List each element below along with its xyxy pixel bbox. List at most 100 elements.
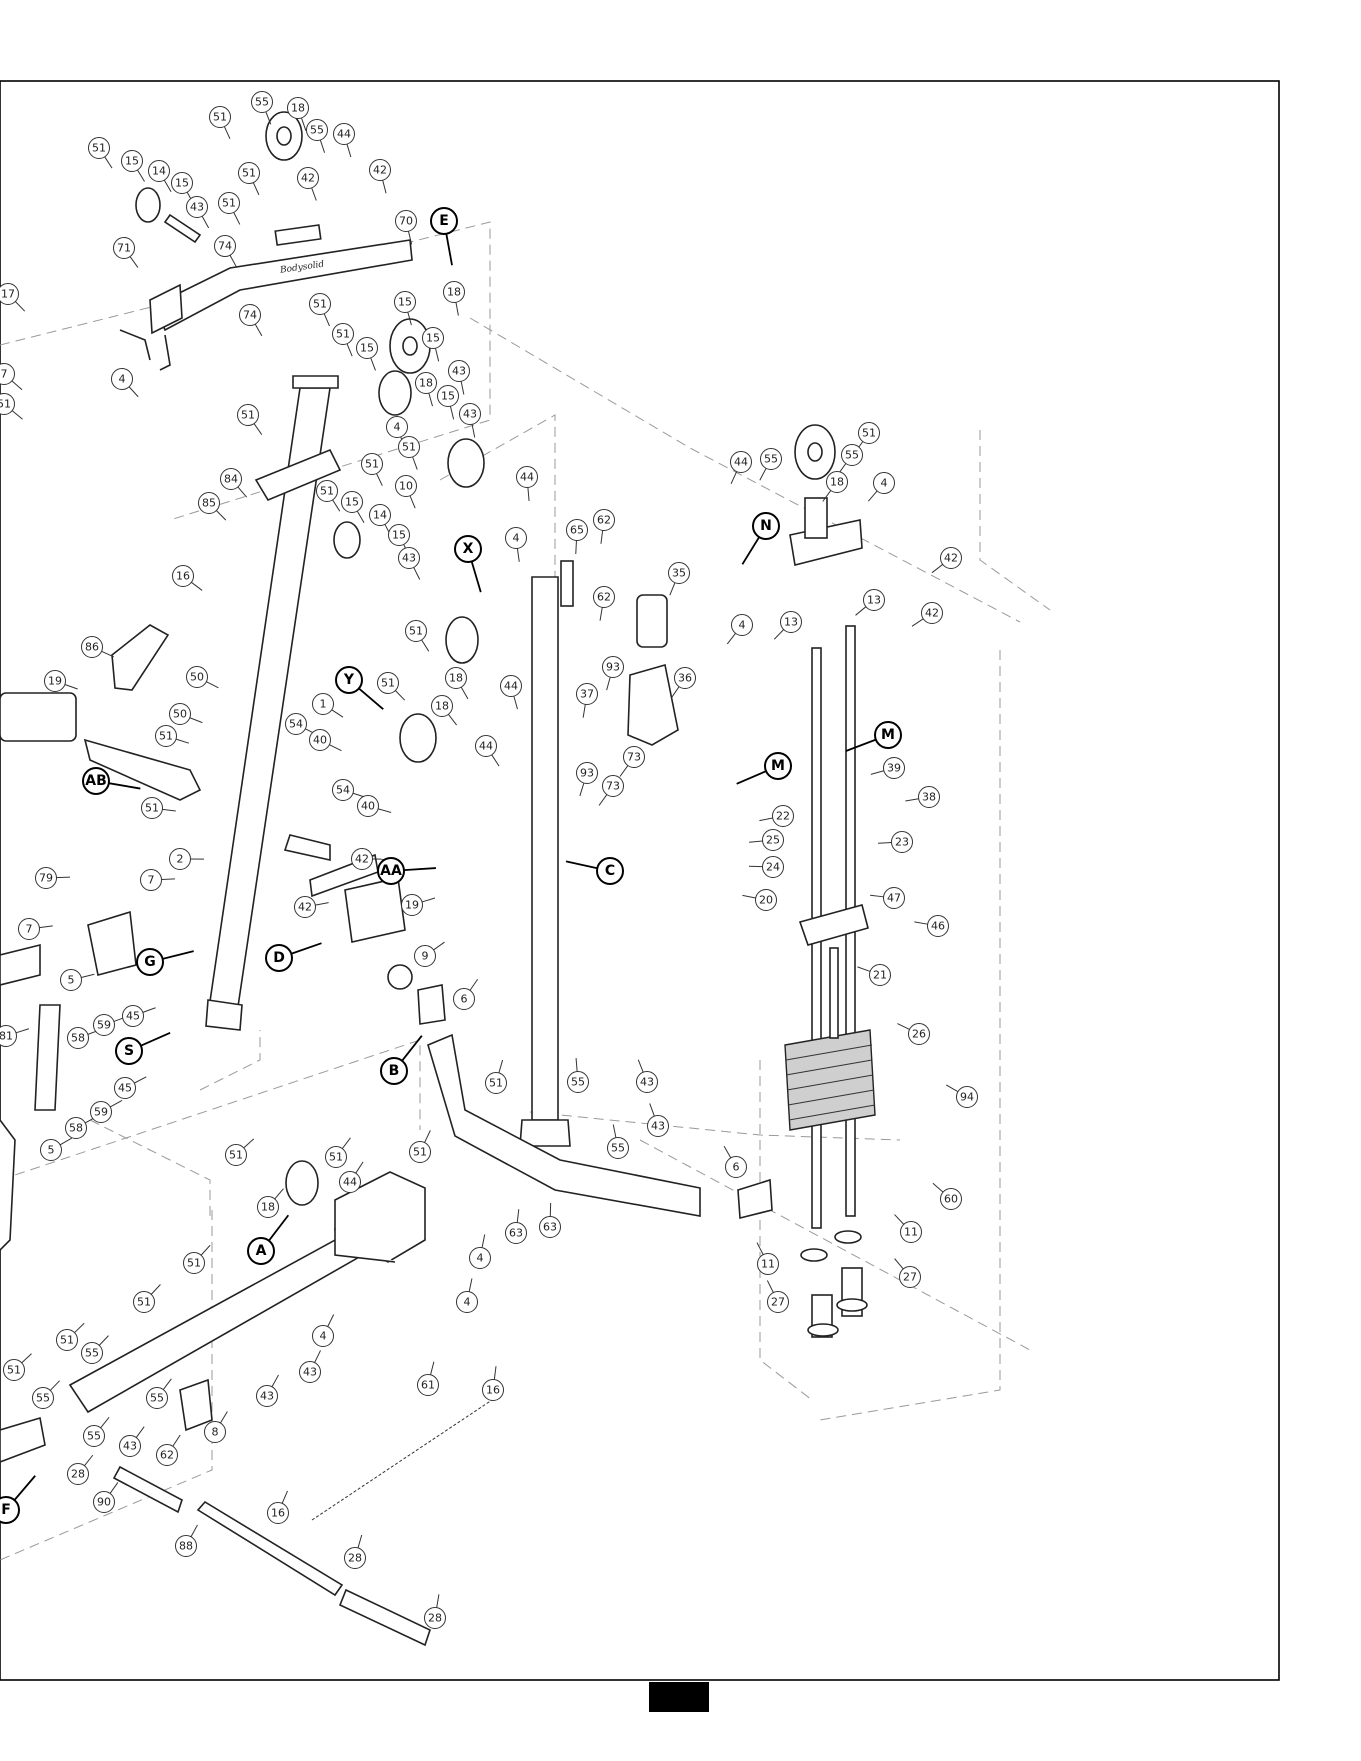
callout-circle bbox=[891, 831, 913, 853]
callout-circle bbox=[183, 1252, 205, 1274]
leader-line bbox=[319, 139, 326, 153]
leader-line bbox=[491, 754, 500, 767]
leader-line bbox=[189, 717, 203, 724]
callout-15: 15 bbox=[422, 327, 444, 349]
callout-label: 36 bbox=[678, 672, 692, 685]
callout-label: 55 bbox=[764, 453, 778, 466]
callout-42: 42 bbox=[297, 167, 319, 189]
leader-line bbox=[582, 704, 586, 718]
callout-62: 62 bbox=[593, 509, 615, 531]
callout-circle bbox=[32, 1387, 54, 1409]
letter-callout-M: M bbox=[874, 721, 902, 749]
callout-46: 46 bbox=[927, 915, 949, 937]
callout-circle bbox=[306, 119, 328, 141]
letter-callout-X: X bbox=[454, 535, 482, 563]
callout-51: 51 bbox=[155, 725, 177, 747]
leader-line bbox=[870, 770, 885, 775]
callout-label: 18 bbox=[449, 672, 463, 685]
callout-51: 51 bbox=[141, 797, 163, 819]
callout-circle bbox=[146, 1387, 168, 1409]
callout-label: 18 bbox=[435, 700, 449, 713]
callout-circle bbox=[453, 988, 475, 1010]
callout-label: 11 bbox=[761, 1258, 775, 1271]
leader-line bbox=[914, 921, 928, 925]
leader-line bbox=[749, 840, 763, 843]
callout-circle bbox=[113, 237, 135, 259]
leader-line bbox=[175, 738, 190, 744]
callout-14: 14 bbox=[369, 504, 391, 526]
callout-6: 6 bbox=[725, 1156, 747, 1178]
callout-51: 51 bbox=[88, 137, 110, 159]
callout-15: 15 bbox=[437, 385, 459, 407]
callout-18: 18 bbox=[415, 372, 437, 394]
callout-label: 51 bbox=[229, 1149, 243, 1162]
callout-51: 51 bbox=[209, 106, 231, 128]
letter-callout-label: B bbox=[389, 1063, 400, 1079]
callout-circle bbox=[169, 703, 191, 725]
callout-label: 51 bbox=[320, 485, 334, 498]
letter-callout-label: M bbox=[881, 727, 895, 743]
callout-circle bbox=[448, 360, 470, 382]
leader-line bbox=[64, 684, 78, 690]
callout-label: 51 bbox=[187, 1257, 201, 1270]
leader-line bbox=[191, 581, 203, 591]
callout-label: 51 bbox=[329, 1151, 343, 1164]
callout-circle bbox=[93, 1014, 115, 1036]
callout-label: 7 bbox=[148, 874, 155, 887]
callout-circle bbox=[251, 91, 273, 113]
letter-callout-circle bbox=[377, 857, 405, 885]
callout-label: 26 bbox=[912, 1028, 926, 1041]
leader-line bbox=[129, 256, 139, 268]
roller-pad bbox=[0, 692, 77, 742]
callout-label: 15 bbox=[360, 342, 374, 355]
callout-label: 18 bbox=[261, 1201, 275, 1214]
callout-18: 18 bbox=[431, 695, 453, 717]
callout-55: 55 bbox=[607, 1137, 629, 1159]
callout-28: 28 bbox=[67, 1463, 89, 1485]
letter-callout-label: A bbox=[256, 1243, 267, 1259]
letter-callout-label: F bbox=[1, 1502, 11, 1518]
callout-circle bbox=[539, 1216, 561, 1238]
callout-label: 40 bbox=[361, 800, 375, 813]
leader-line bbox=[460, 686, 469, 700]
callout-circle bbox=[567, 1071, 589, 1093]
leader-line bbox=[142, 1007, 156, 1013]
callout-79: 79 bbox=[35, 867, 57, 889]
callout-label: 58 bbox=[71, 1032, 85, 1045]
callout-51: 51 bbox=[316, 480, 338, 502]
leader-line bbox=[233, 212, 241, 225]
letter-callout-F: F bbox=[0, 1496, 20, 1524]
callout-label: 18 bbox=[830, 476, 844, 489]
leader-line bbox=[243, 1138, 255, 1149]
letter-callout-circle bbox=[82, 767, 110, 795]
callout-label: 19 bbox=[48, 675, 62, 688]
callout-label: 42 bbox=[925, 607, 939, 620]
callout-circle bbox=[140, 869, 162, 891]
callout-circle bbox=[482, 1379, 504, 1401]
callout-circle bbox=[238, 162, 260, 184]
callout-43: 43 bbox=[398, 547, 420, 569]
callout-circle bbox=[316, 480, 338, 502]
callout-label: 51 bbox=[862, 427, 876, 440]
letter-callout-label: D bbox=[273, 950, 285, 966]
callout-7: 7 bbox=[0, 363, 15, 385]
callout-55: 55 bbox=[251, 91, 273, 113]
callout-circle bbox=[114, 1077, 136, 1099]
leader-line bbox=[449, 406, 455, 420]
letter-callout-label: E bbox=[439, 213, 449, 229]
letter-callout-M: M bbox=[764, 752, 792, 780]
callout-59: 59 bbox=[90, 1101, 112, 1123]
callout-label: 73 bbox=[627, 751, 641, 764]
leader-line bbox=[190, 1524, 198, 1538]
callout-label: 54 bbox=[336, 784, 350, 797]
callout-51: 51 bbox=[133, 1291, 155, 1313]
callout-label: 43 bbox=[651, 1120, 665, 1133]
center-base bbox=[427, 1033, 701, 1217]
callout-43: 43 bbox=[459, 403, 481, 425]
callout-label: 28 bbox=[71, 1468, 85, 1481]
callout-label: 18 bbox=[419, 377, 433, 390]
callout-label: 18 bbox=[447, 286, 461, 299]
callout-label: 28 bbox=[428, 1612, 442, 1625]
callout-54: 54 bbox=[285, 713, 307, 735]
leader-line bbox=[311, 187, 317, 201]
